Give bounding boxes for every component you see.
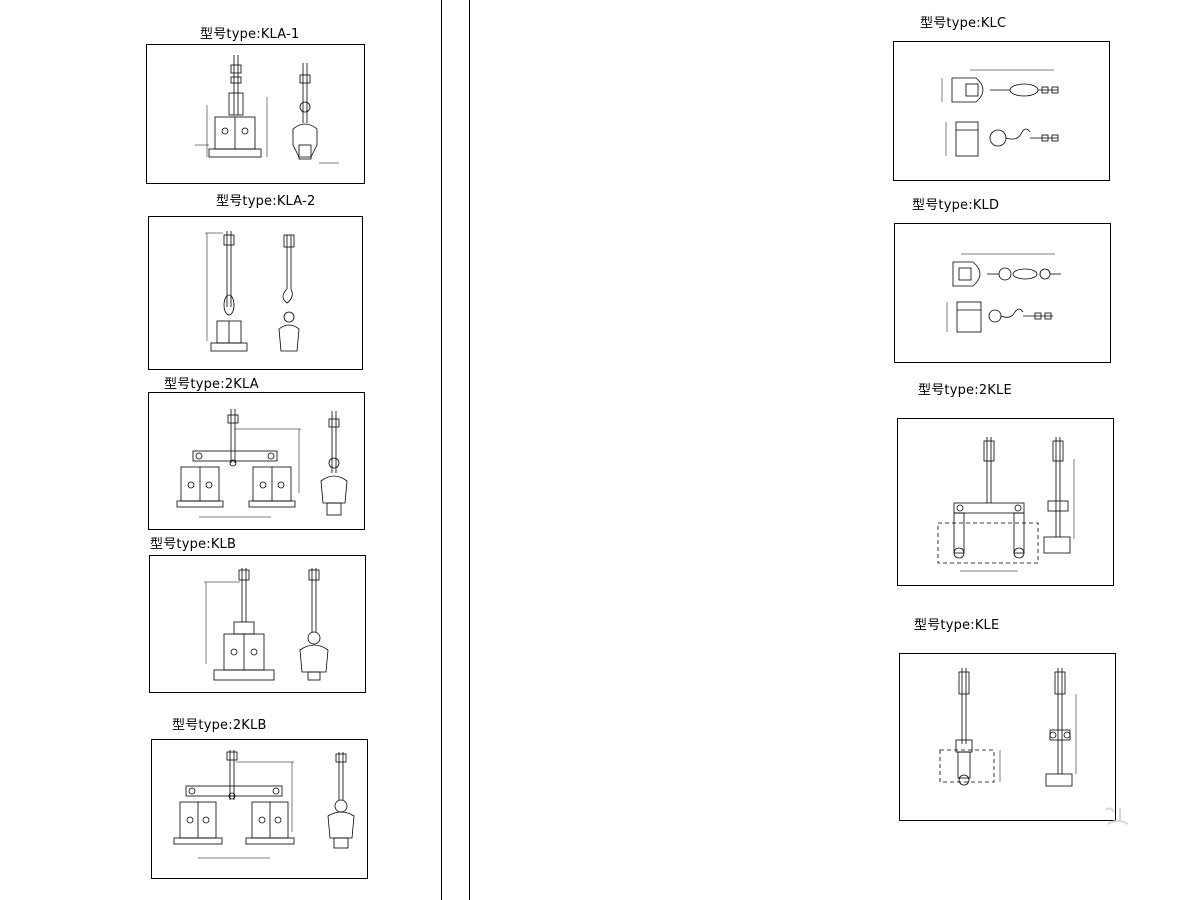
- clamp-drawing-2kle: [937, 437, 1075, 572]
- clamp-drawing-kla1: [195, 55, 339, 164]
- drawing-panel-klc: [893, 41, 1110, 181]
- watermark-mark: [1105, 807, 1129, 825]
- drawing-panel-kla2: [148, 216, 363, 370]
- drawing-title-2kle: 型号type:2KLE: [918, 383, 1012, 398]
- drawing-panel-kld: [894, 223, 1111, 363]
- drawing-title-klc: 型号type:KLC: [920, 16, 1007, 31]
- drawing-title-2klb: 型号type:2KLB: [172, 718, 267, 733]
- drawing-panel-kla1: [146, 44, 365, 184]
- clamp-drawing-kle: [939, 668, 1077, 787]
- drawing-panel-klb: [149, 555, 366, 693]
- clamp-drawing-2kla: [176, 409, 348, 518]
- clamp-drawing-kld: [946, 253, 1061, 333]
- drawing-title-klb: 型号type:KLB: [150, 537, 237, 552]
- drawing-title-kle: 型号type:KLE: [914, 618, 1000, 633]
- drawing-title-kla1: 型号type:KLA-1: [200, 27, 300, 42]
- divider-line-left: [441, 0, 442, 900]
- drawing-title-kld: 型号type:KLD: [912, 198, 1000, 213]
- clamp-drawing-klc: [941, 69, 1059, 157]
- clamp-drawing-kla2: [205, 231, 300, 352]
- drawing-panel-kle: [899, 653, 1116, 821]
- drawing-panel-2klb: [151, 739, 368, 879]
- clamp-drawing-klb: [204, 568, 329, 681]
- divider-line-right: [469, 0, 470, 900]
- drawing-panel-2kla: [148, 392, 365, 530]
- drawing-panel-2kle: [897, 418, 1114, 586]
- clamp-drawing-2klb: [173, 750, 355, 859]
- drawing-title-2kla: 型号type:2KLA: [164, 377, 259, 392]
- drawing-title-kla2: 型号type:KLA-2: [216, 194, 316, 209]
